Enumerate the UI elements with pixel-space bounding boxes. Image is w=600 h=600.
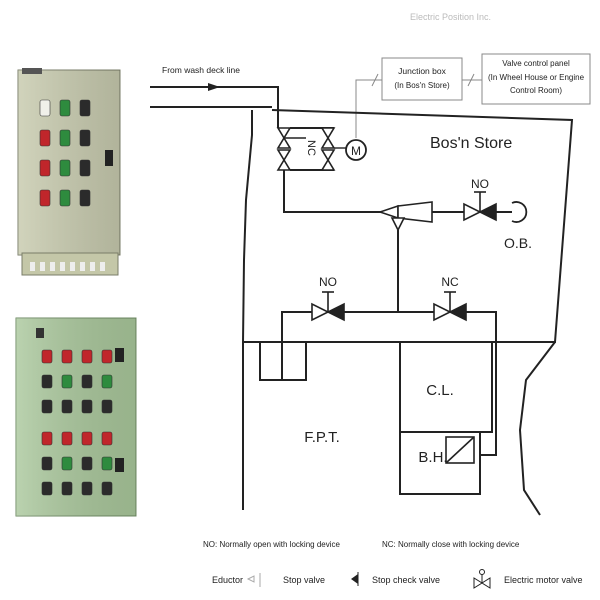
- panel-top-terminals: [30, 262, 105, 271]
- nc-stop-check-valve-mid: [433, 291, 467, 322]
- bh-junction-diagonal: [445, 436, 475, 464]
- wash-deck-pipe-outer: [150, 86, 279, 128]
- junction-box-label-2: (In Bos'n Store): [394, 81, 450, 90]
- nc-top-label: NC: [305, 140, 317, 156]
- indicator-lamp: [81, 349, 93, 364]
- panel-top-badge: [22, 68, 42, 74]
- ob-label: O.B.: [504, 235, 532, 251]
- indicator-lamp: [61, 481, 73, 496]
- legend-nc-definition: NC: Normally close with locking device: [382, 540, 520, 549]
- legend-stop-check-valve-label: Stop check valve: [372, 575, 440, 585]
- legend-electric-motor-valve-label: Electric motor valve: [504, 575, 583, 585]
- indicator-lamp: [61, 456, 73, 471]
- indicator-lamp: [39, 129, 51, 147]
- indicator-lamp: [79, 189, 91, 207]
- no-stop-check-valve-mid: [311, 291, 345, 322]
- indicator-lamp: [81, 481, 93, 496]
- indicator-lamp: [79, 159, 91, 177]
- indicator-lamp: [59, 189, 71, 207]
- indicator-lamp: [61, 349, 73, 364]
- indicator-lamp: [39, 159, 51, 177]
- indicator-lamp: [81, 456, 93, 471]
- bosun-hold: [399, 431, 481, 495]
- panel-bottom-switch-2: [115, 458, 124, 472]
- electric-motor-valve-top: [320, 127, 346, 171]
- signal-slash-2: [467, 73, 475, 87]
- cl-label: C.L.: [426, 382, 454, 399]
- legend-no-definition: NO: Normally open with locking device: [203, 540, 340, 549]
- indicator-lamp: [81, 374, 93, 389]
- flow-arrow: [208, 83, 220, 91]
- indicator-lamp: [39, 189, 51, 207]
- valve-panel-label-3: Control Room): [510, 86, 562, 95]
- indicator-lamp: [61, 374, 73, 389]
- panel-top-switch: [105, 150, 113, 166]
- no-stop-check-valve-top: [463, 191, 497, 222]
- nc-mid-label: NC: [441, 275, 459, 289]
- indicator-lamp: [81, 431, 93, 446]
- motor-label: M: [351, 144, 361, 158]
- panel-bottom-switch-1: [115, 348, 124, 362]
- fpt-label: F.P.T.: [304, 429, 340, 446]
- indicator-lamp: [101, 374, 113, 389]
- indicator-lamp: [101, 349, 113, 364]
- valve-panel-label-1: Valve control panel: [502, 59, 570, 68]
- legend-electric-motor-valve-icon: [473, 569, 491, 589]
- bh-label: B.H.: [418, 449, 447, 466]
- control-panel-photo-bottom: [15, 317, 137, 517]
- indicator-lamp: [59, 99, 71, 117]
- nc-valve-top: [276, 127, 306, 171]
- indicator-lamp: [79, 129, 91, 147]
- indicator-lamp: [61, 399, 73, 414]
- legend-eductor-icon: [246, 573, 261, 587]
- legend-stop-valve-label: Stop valve: [283, 575, 325, 585]
- fpt-sump: [259, 341, 307, 381]
- bh-junction-box: [445, 436, 475, 464]
- indicator-lamp: [101, 399, 113, 414]
- no-mid-label: NO: [319, 275, 337, 289]
- motor-icon: [345, 139, 367, 161]
- indicator-lamp: [41, 456, 53, 471]
- pipe-to-bh: [464, 311, 497, 456]
- panel-bottom-indicator: [36, 328, 44, 338]
- panel-top-lamps: [39, 99, 91, 207]
- indicator-lamp: [41, 399, 53, 414]
- valve-panel-label-2: (In Wheel House or Engine: [488, 73, 585, 82]
- indicator-lamp: [41, 349, 53, 364]
- indicator-lamp: [41, 431, 53, 446]
- eductor-main: [377, 201, 433, 232]
- signal-slash-1: [371, 73, 379, 87]
- panel-bottom-lamps: [41, 349, 113, 496]
- indicator-lamp: [59, 129, 71, 147]
- control-panel-photo-top: [17, 68, 121, 276]
- indicator-lamp: [79, 99, 91, 117]
- no-top-label: NO: [471, 177, 489, 191]
- bosn-store-boundary: [243, 109, 574, 343]
- indicator-lamp: [101, 481, 113, 496]
- indicator-lamp: [39, 99, 51, 117]
- legend-stop-check-valve-icon: [351, 572, 359, 586]
- indicator-lamp: [61, 431, 73, 446]
- indicator-lamp: [101, 431, 113, 446]
- indicator-lamp: [59, 159, 71, 177]
- faded-header-text: Electric Position Inc.: [410, 12, 491, 22]
- hull-outline-bow: [518, 341, 556, 516]
- valve-control-panel-box: [481, 53, 591, 105]
- junction-box-label-1: Junction box: [398, 66, 446, 76]
- indicator-lamp: [101, 456, 113, 471]
- legend-eductor-label: Eductor: [212, 575, 243, 585]
- indicator-lamp: [41, 481, 53, 496]
- overboard-outlet: [511, 201, 528, 223]
- hull-outline-upper: [242, 110, 253, 343]
- signal-line-motor-junction: [355, 79, 382, 138]
- indicator-lamp: [81, 399, 93, 414]
- pipe-to-eductor: [283, 170, 382, 213]
- indicator-lamp: [41, 374, 53, 389]
- junction-box: [381, 57, 463, 101]
- bosn-store-label: Bos'n Store: [430, 135, 512, 152]
- pipe-suction-fpt: [281, 311, 314, 380]
- wash-deck-label: From wash deck line: [162, 65, 240, 75]
